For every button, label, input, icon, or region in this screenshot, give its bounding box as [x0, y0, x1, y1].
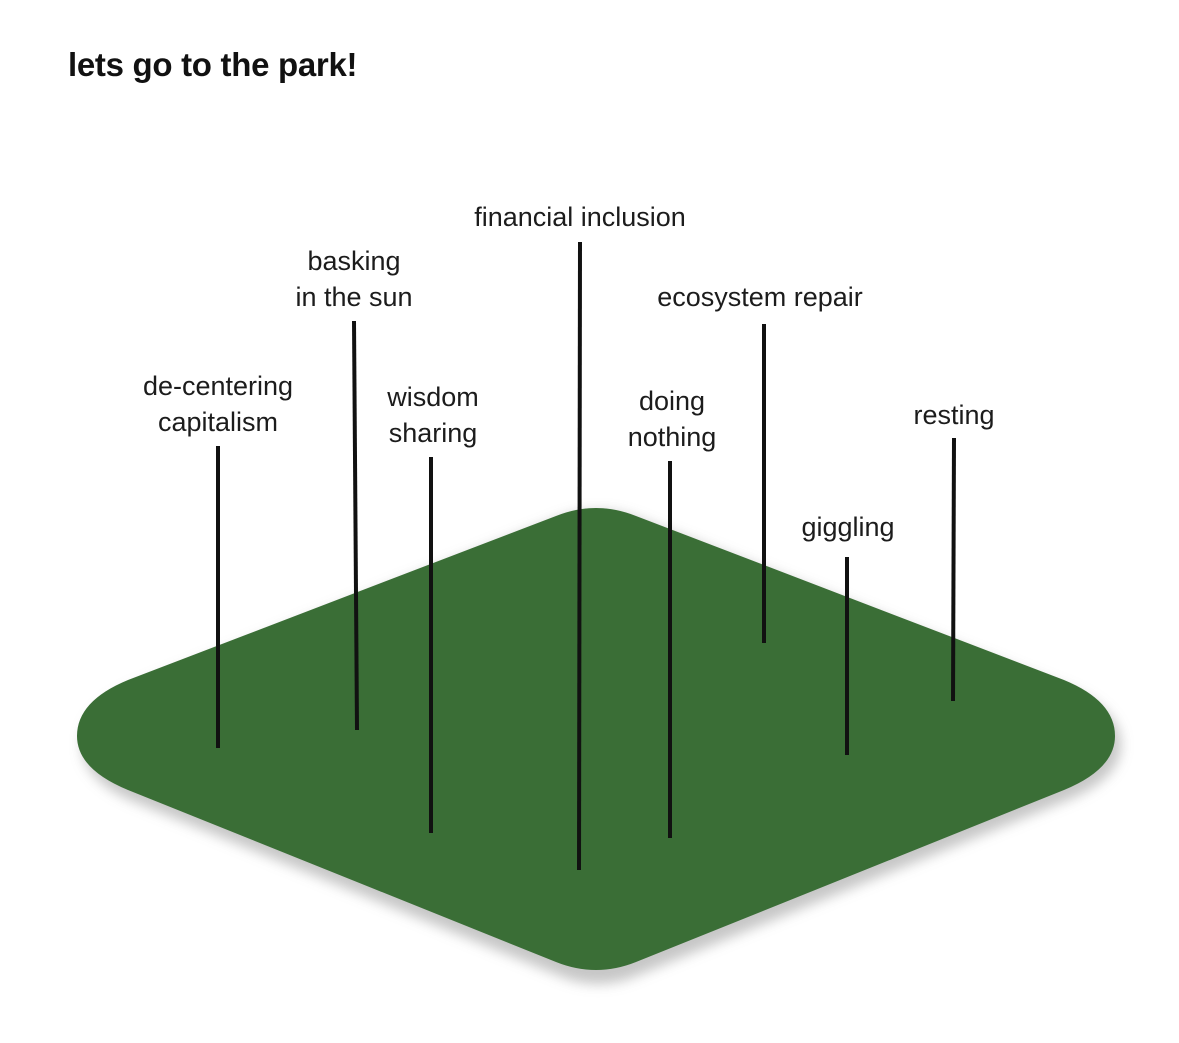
label-decentering-capitalism: de-centering capitalism	[143, 368, 293, 440]
label-giggling: giggling	[801, 509, 894, 545]
label-line: sharing	[388, 418, 478, 448]
label-doing-nothing: doing nothing	[628, 383, 717, 455]
label-financial-inclusion: financial inclusion	[474, 199, 686, 235]
label-basking-in-the-sun: basking in the sun	[295, 243, 412, 315]
label-resting: resting	[913, 397, 994, 433]
label-line: financial inclusion	[474, 202, 686, 232]
label-line: doing	[638, 386, 706, 416]
page-title: lets go to the park!	[68, 46, 358, 83]
label-line: resting	[913, 400, 995, 430]
label-ecosystem-repair: ecosystem repair	[657, 279, 863, 315]
label-wisdom-sharing: wisdom sharing	[387, 379, 479, 451]
label-line: in the sun	[295, 282, 413, 312]
pole-basking	[352, 320, 359, 731]
label-line: de-centering	[142, 371, 294, 401]
label-line: wisdom	[387, 382, 479, 412]
park-ground	[77, 508, 1115, 970]
label-line: ecosystem repair	[657, 282, 863, 312]
pole-financial	[577, 241, 582, 871]
label-line: basking	[307, 246, 401, 276]
pole-resting	[951, 437, 956, 702]
label-line: capitalism	[157, 407, 279, 437]
label-line: nothing	[627, 422, 717, 452]
label-line: giggling	[801, 512, 895, 542]
